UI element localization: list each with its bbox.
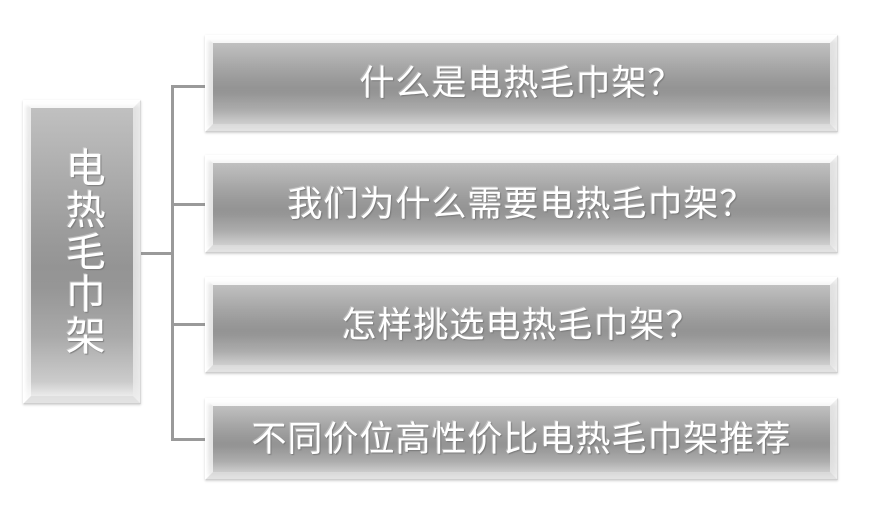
branch-node-1[interactable]: 什么是电热毛巾架？ — [205, 35, 838, 132]
branch-node-3[interactable]: 怎样挑选电热毛巾架？ — [205, 277, 838, 373]
branch-node-2-label: 我们为什么需要电热毛巾架？ — [287, 184, 756, 224]
branch-node-4[interactable]: 不同价位高性价比电热毛巾架推荐 — [205, 398, 838, 480]
branch-node-1-label: 什么是电热毛巾架？ — [359, 64, 684, 103]
root-node[interactable]: 电热毛巾架 — [23, 100, 141, 404]
root-node-label: 电热毛巾架 — [59, 147, 105, 357]
branch-node-3-label: 怎样挑选电热毛巾架？ — [341, 305, 702, 345]
branch-node-2[interactable]: 我们为什么需要电热毛巾架？ — [205, 155, 838, 253]
branch-node-4-label: 不同价位高性价比电热毛巾架推荐 — [251, 419, 792, 459]
